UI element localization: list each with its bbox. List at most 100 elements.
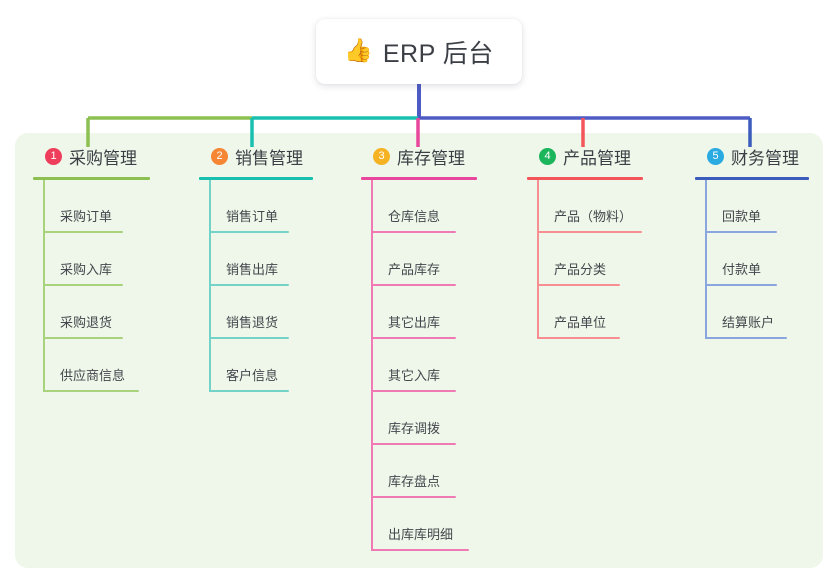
branch-item[interactable]: 采购入库 (33, 233, 193, 286)
branch-header-rule-1 (33, 177, 150, 180)
branch-item[interactable]: 回款单 (695, 180, 835, 233)
branches-panel (15, 133, 823, 568)
root-node-label: ERP 后台 (382, 39, 494, 68)
branch-item-label: 客户信息 (226, 368, 279, 383)
branch-item[interactable]: 销售出库 (199, 233, 359, 286)
root-node[interactable]: 👍 ERP 后台 (316, 19, 522, 84)
branch-item-label: 销售订单 (226, 209, 279, 224)
branch-title-3: 库存管理 (397, 148, 465, 168)
branch-item[interactable]: 产品分类 (527, 233, 702, 286)
branch-item[interactable]: 产品库存 (361, 233, 531, 286)
branch-item-rule (43, 337, 123, 339)
branch-item-rule (537, 284, 620, 286)
branch-title-5: 财务管理 (731, 148, 799, 168)
branch-item[interactable]: 产品（物料） (527, 180, 702, 233)
branch-badge-3: 3 (373, 147, 390, 165)
branch-item-label: 采购退货 (60, 315, 113, 330)
branch-item-label: 其它入库 (388, 368, 441, 383)
thumbs-up-icon: 👍 (344, 38, 373, 64)
branch-spine-2 (209, 180, 211, 392)
branch-spine-4 (537, 180, 539, 339)
branch-item-label: 其它出库 (388, 315, 441, 330)
branch-items-1: 采购订单采购入库采购退货供应商信息 (33, 180, 193, 392)
branch-item[interactable]: 供应商信息 (33, 339, 193, 392)
branch-item[interactable]: 采购订单 (33, 180, 193, 233)
branch-item[interactable]: 付款单 (695, 233, 835, 286)
branch-item-label: 采购订单 (60, 209, 113, 224)
branch-item-rule (537, 231, 642, 233)
branch-item[interactable]: 销售订单 (199, 180, 359, 233)
branch-item-label: 供应商信息 (60, 368, 126, 383)
branch-badge-5: 5 (707, 147, 724, 165)
branch-item-label: 仓库信息 (388, 209, 441, 224)
branch-item-label: 库存盘点 (388, 474, 441, 489)
branch-badge-1: 1 (45, 147, 62, 165)
branch-item-label: 库存调拨 (388, 421, 441, 436)
branch-item-rule (209, 231, 289, 233)
branch-item-rule (705, 337, 787, 339)
branch-item-rule (537, 337, 620, 339)
branch-1: 1 采购管理采购订单采购入库采购退货供应商信息 (33, 144, 193, 392)
branch-item-label: 采购入库 (60, 262, 113, 277)
branch-item-label: 销售出库 (226, 262, 279, 277)
branch-item[interactable]: 销售退货 (199, 286, 359, 339)
branch-spine-5 (705, 180, 707, 339)
branch-header-2[interactable]: 2 销售管理 (199, 144, 359, 168)
branch-item-rule (705, 231, 777, 233)
branch-item-rule (371, 496, 456, 498)
branch-item-rule (371, 231, 456, 233)
branch-item-rule (209, 284, 289, 286)
branch-badge-2: 2 (211, 147, 228, 165)
branch-items-3: 仓库信息产品库存其它出库其它入库库存调拨库存盘点出库库明细 (361, 180, 531, 551)
branch-3: 3 库存管理仓库信息产品库存其它出库其它入库库存调拨库存盘点出库库明细 (361, 144, 531, 551)
branch-item-rule (43, 390, 139, 392)
branch-item-rule (43, 284, 123, 286)
branch-item[interactable]: 采购退货 (33, 286, 193, 339)
branch-items-5: 回款单付款单结算账户 (695, 180, 835, 339)
branch-item[interactable]: 客户信息 (199, 339, 359, 392)
branch-item[interactable]: 出库库明细 (361, 498, 531, 551)
branch-item[interactable]: 库存调拨 (361, 392, 531, 445)
branch-spine-3 (371, 180, 373, 551)
branch-item-label: 付款单 (722, 262, 762, 277)
branch-item[interactable]: 其它出库 (361, 286, 531, 339)
branch-item-rule (371, 284, 456, 286)
branch-item-label: 回款单 (722, 209, 762, 224)
branch-item-label: 产品分类 (554, 262, 607, 277)
branch-item-rule (371, 337, 456, 339)
branch-badge-4: 4 (539, 147, 556, 165)
branch-item-label: 出库库明细 (388, 527, 454, 542)
branch-spine-1 (43, 180, 45, 392)
branch-item-label: 产品（物料） (554, 209, 633, 224)
branch-item-rule (371, 390, 456, 392)
branch-items-2: 销售订单销售出库销售退货客户信息 (199, 180, 359, 392)
branch-item[interactable]: 结算账户 (695, 286, 835, 339)
branch-2: 2 销售管理销售订单销售出库销售退货客户信息 (199, 144, 359, 392)
branch-item-rule (705, 284, 777, 286)
branch-item[interactable]: 产品单位 (527, 286, 702, 339)
branch-header-3[interactable]: 3 库存管理 (361, 144, 531, 168)
branch-item-rule (43, 231, 123, 233)
branch-items-4: 产品（物料） 产品分类产品单位 (527, 180, 702, 339)
branch-title-1: 采购管理 (69, 148, 137, 168)
branch-item-label: 销售退货 (226, 315, 279, 330)
branch-header-4[interactable]: 4 产品管理 (527, 144, 702, 168)
branch-4: 4 产品管理产品（物料） 产品分类产品单位 (527, 144, 702, 339)
branch-title-4: 产品管理 (563, 148, 631, 168)
branch-item[interactable]: 仓库信息 (361, 180, 531, 233)
branch-item[interactable]: 其它入库 (361, 339, 531, 392)
branch-item-rule (371, 443, 456, 445)
branch-item-rule (209, 337, 289, 339)
branch-item[interactable]: 库存盘点 (361, 445, 531, 498)
branch-title-2: 销售管理 (235, 148, 303, 168)
branch-item-rule (371, 549, 469, 551)
branch-header-rule-3 (361, 177, 477, 180)
branch-header-rule-2 (199, 177, 313, 180)
branch-header-1[interactable]: 1 采购管理 (33, 144, 193, 168)
branch-item-label: 产品单位 (554, 315, 607, 330)
branch-item-rule (209, 390, 289, 392)
branch-5: 5 财务管理回款单付款单结算账户 (695, 144, 835, 339)
branch-header-5[interactable]: 5 财务管理 (695, 144, 835, 168)
branch-header-rule-4 (527, 177, 643, 180)
